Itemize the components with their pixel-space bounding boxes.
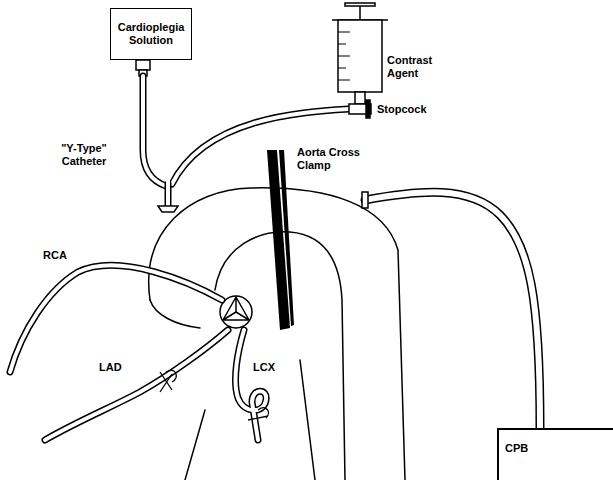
vessel-label: LCX [252,361,276,374]
lad-vessel [45,330,228,440]
catheter-stem-lumen [166,180,170,206]
catheter-flange [158,206,178,212]
lcx-lumen [236,330,267,440]
cpb-tube-lumen [365,192,540,428]
syringe-tick [338,68,346,69]
node-text: Cardioplegia Solution [115,21,187,47]
solution-bag: Cardioplegia Solution [110,8,192,60]
cpb-cannula-flange [362,192,368,208]
syringe-plunger-head [345,3,375,6]
syringe-tip [355,92,365,104]
syringe-tick [338,80,350,81]
syringe-tick [338,32,350,33]
vessel-label: LAD [98,361,123,374]
stopcock-lever [366,100,370,118]
lcx-snare [248,408,268,420]
bag-port [136,60,150,70]
stopcock-label: Stopcock [376,103,428,116]
syringe-label: Contrast Agent [386,54,440,80]
clamp-label: Aorta Cross Clamp [296,146,370,172]
syringe-barrel [338,20,382,92]
lad-lumen [45,330,228,440]
cross-clamp-jaw [279,150,294,326]
valve-leaflets [223,297,249,320]
lcx-vessel [236,330,267,440]
heart-wall [185,360,315,480]
node-text: CPB [505,442,613,455]
vessel-label: RCA [42,249,68,262]
syringe-plunger-rod [359,6,361,20]
catheter-label: "Y-Type" Catheter [46,142,122,168]
syringe-tick [338,44,346,45]
lad-snare [160,370,176,392]
bag-tube-lumen [143,76,166,186]
cpb-tube [365,192,540,428]
syringe-tick [338,56,350,57]
aortic-root-wall [150,300,200,328]
bag-tube [143,76,166,186]
cpb-machine: CPB [497,428,613,480]
